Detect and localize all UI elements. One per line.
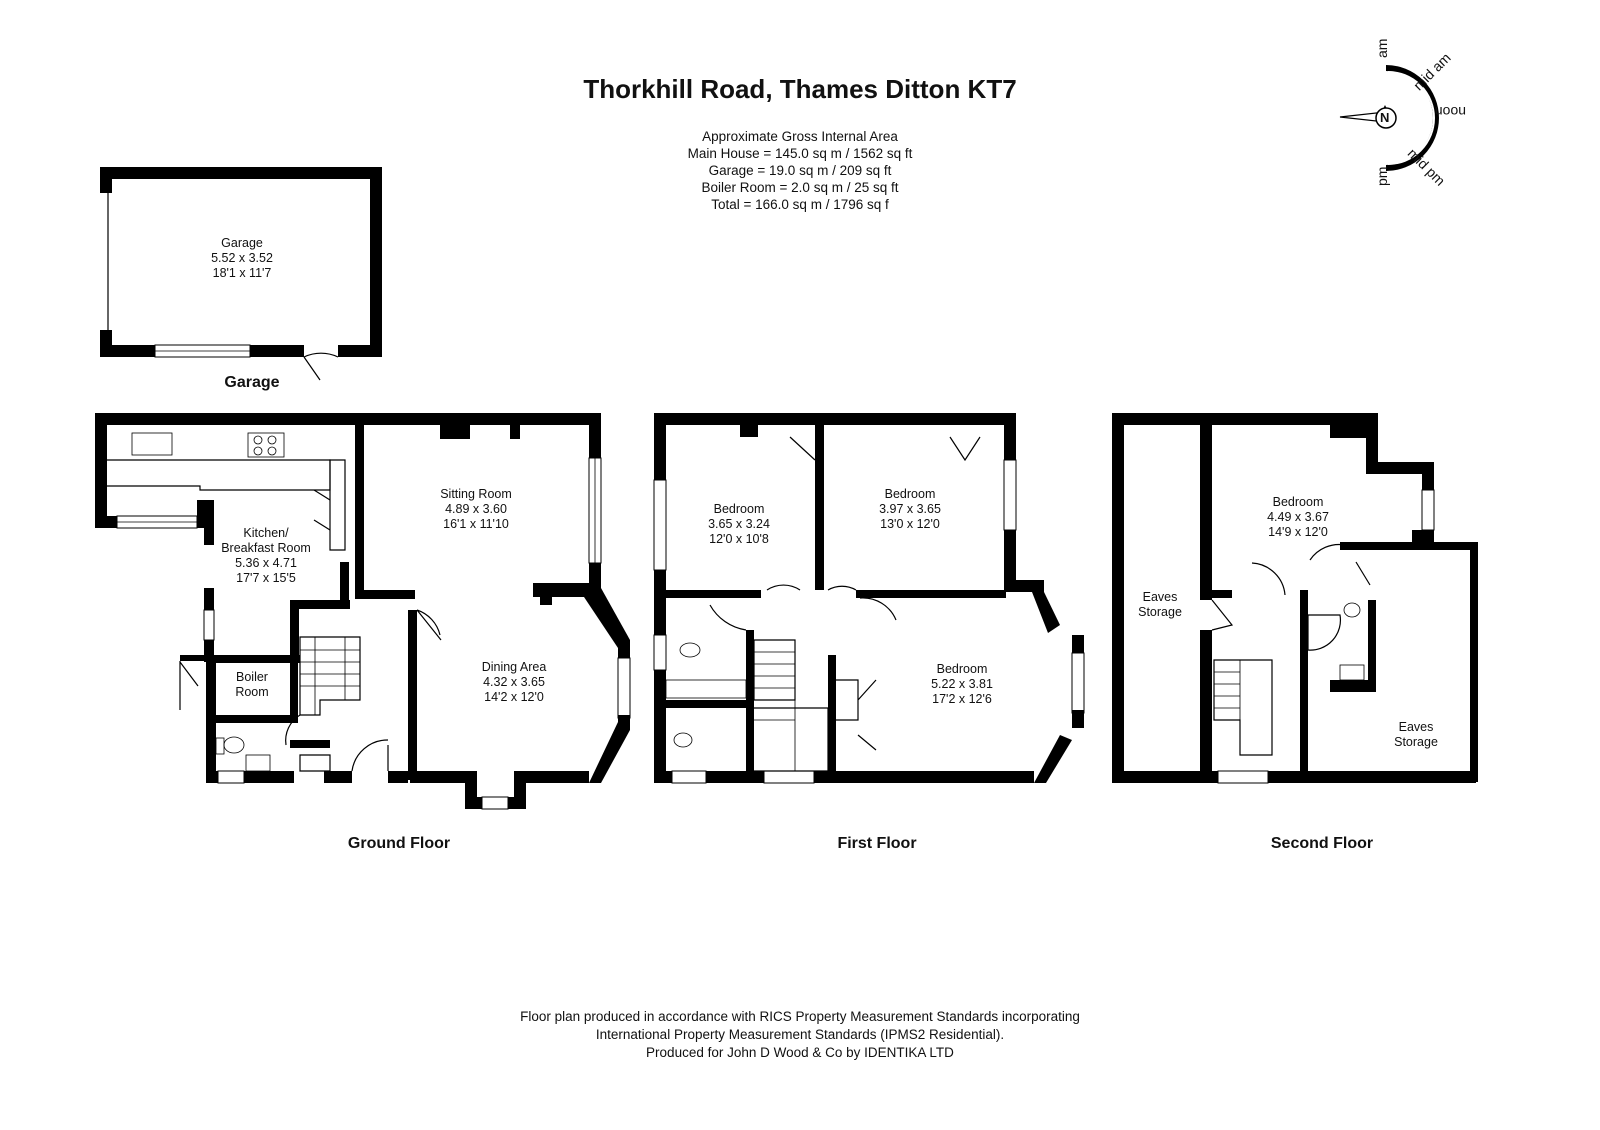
room-name: Eaves: [1398, 720, 1434, 734]
room-imperial: 14'9 x 12'0: [1268, 525, 1328, 539]
room-name: Kitchen/: [243, 526, 289, 540]
room-label-boiler-room: Boiler Room: [235, 670, 268, 700]
room-name: Sitting Room: [440, 487, 512, 501]
compass-north-letter: N: [1380, 110, 1390, 125]
compass-label-pm: pm: [1374, 166, 1390, 186]
garage-plan: [100, 167, 382, 381]
room-metric: 4.89 x 3.60: [445, 502, 507, 516]
room-label-bedroom-1: Bedroom 3.65 x 3.24 12'0 x 10'8: [708, 502, 770, 547]
ground-floor-plan: [95, 413, 631, 810]
area-line-garage: Garage = 19.0 sq m / 209 sq ft: [708, 163, 892, 178]
room-name-2: Storage: [1394, 735, 1438, 749]
compass-label-am: am: [1374, 38, 1390, 58]
room-name: Garage: [221, 236, 263, 250]
room-name: Bedroom: [1272, 495, 1324, 509]
footer-line: Floor plan produced in accordance with R…: [520, 1009, 1080, 1024]
room-label-sitting-room: Sitting Room 4.89 x 3.60 16'1 x 11'10: [440, 487, 512, 532]
room-metric: 3.65 x 3.24: [708, 517, 770, 531]
area-heading: Approximate Gross Internal Area: [702, 129, 898, 144]
second-floor-plan: [1112, 413, 1478, 784]
room-name: Bedroom: [884, 487, 936, 501]
room-imperial: 14'2 x 12'0: [484, 690, 544, 704]
room-metric: 5.36 x 4.71: [235, 556, 297, 570]
room-metric: 5.22 x 3.81: [931, 677, 993, 691]
room-metric: 4.32 x 3.65: [483, 675, 545, 689]
room-label-bedroom-2: Bedroom 3.97 x 3.65 13'0 x 12'0: [879, 487, 941, 532]
room-imperial: 18'1 x 11'7: [212, 266, 272, 280]
compass-label-noon: noon: [1434, 104, 1466, 120]
room-label-bedroom-4: Bedroom 4.49 x 3.67 14'9 x 12'0: [1267, 495, 1329, 540]
room-name: Boiler: [236, 670, 268, 684]
room-imperial: 17'2 x 12'6: [932, 692, 992, 706]
floor-label-first: First Floor: [837, 835, 917, 852]
page-title: Thorkhill Road, Thames Ditton KT7: [583, 74, 1017, 104]
room-name: Bedroom: [936, 662, 988, 676]
room-imperial: 16'1 x 11'10: [443, 517, 509, 531]
room-label-eaves-storage-left: Eaves Storage: [1138, 590, 1182, 620]
floor-label-garage: Garage: [224, 374, 280, 391]
room-name: Eaves: [1142, 590, 1178, 604]
room-name: Bedroom: [713, 502, 765, 516]
footer-line: Produced for John D Wood & Co by IDENTIK…: [646, 1045, 954, 1060]
room-imperial: 12'0 x 10'8: [709, 532, 769, 546]
room-metric: 4.49 x 3.67: [1267, 510, 1329, 524]
room-label-bedroom-3: Bedroom 5.22 x 3.81 17'2 x 12'6: [931, 662, 993, 707]
room-label-kitchen: Kitchen/ Breakfast Room 5.36 x 4.71 17'7…: [221, 526, 311, 586]
compass-rose: [1339, 65, 1439, 171]
area-summary: Approximate Gross Internal Area Main Hou…: [600, 128, 1000, 213]
room-label-dining-area: Dining Area 4.32 x 3.65 14'2 x 12'0: [482, 660, 547, 705]
room-metric: 5.52 x 3.52: [211, 251, 273, 265]
floor-label-ground: Ground Floor: [347, 835, 451, 852]
room-imperial: 13'0 x 12'0: [880, 517, 940, 531]
room-label-eaves-storage-right: Eaves Storage: [1394, 720, 1438, 750]
area-line-total: Total = 166.0 sq m / 1796 sq f: [711, 197, 889, 212]
room-name-2: Room: [235, 685, 269, 699]
footer-note: Floor plan produced in accordance with R…: [400, 1008, 1200, 1062]
room-name-2: Storage: [1138, 605, 1182, 619]
first-floor-plan: [653, 413, 1085, 784]
room-metric: 3.97 x 3.65: [879, 502, 941, 516]
area-line-main-house: Main House = 145.0 sq m / 1562 sq ft: [687, 146, 913, 161]
room-label-garage: Garage 5.52 x 3.52 18'1 x 11'7: [211, 236, 273, 281]
room-name: Dining Area: [481, 660, 547, 674]
floor-label-second: Second Floor: [1270, 835, 1374, 852]
area-line-boiler-room: Boiler Room = 2.0 sq m / 25 sq ft: [701, 180, 899, 195]
room-imperial: 17'7 x 15'5: [236, 571, 296, 585]
room-name-2: Breakfast Room: [221, 541, 311, 555]
footer-line: International Property Measurement Stand…: [595, 1027, 1005, 1042]
